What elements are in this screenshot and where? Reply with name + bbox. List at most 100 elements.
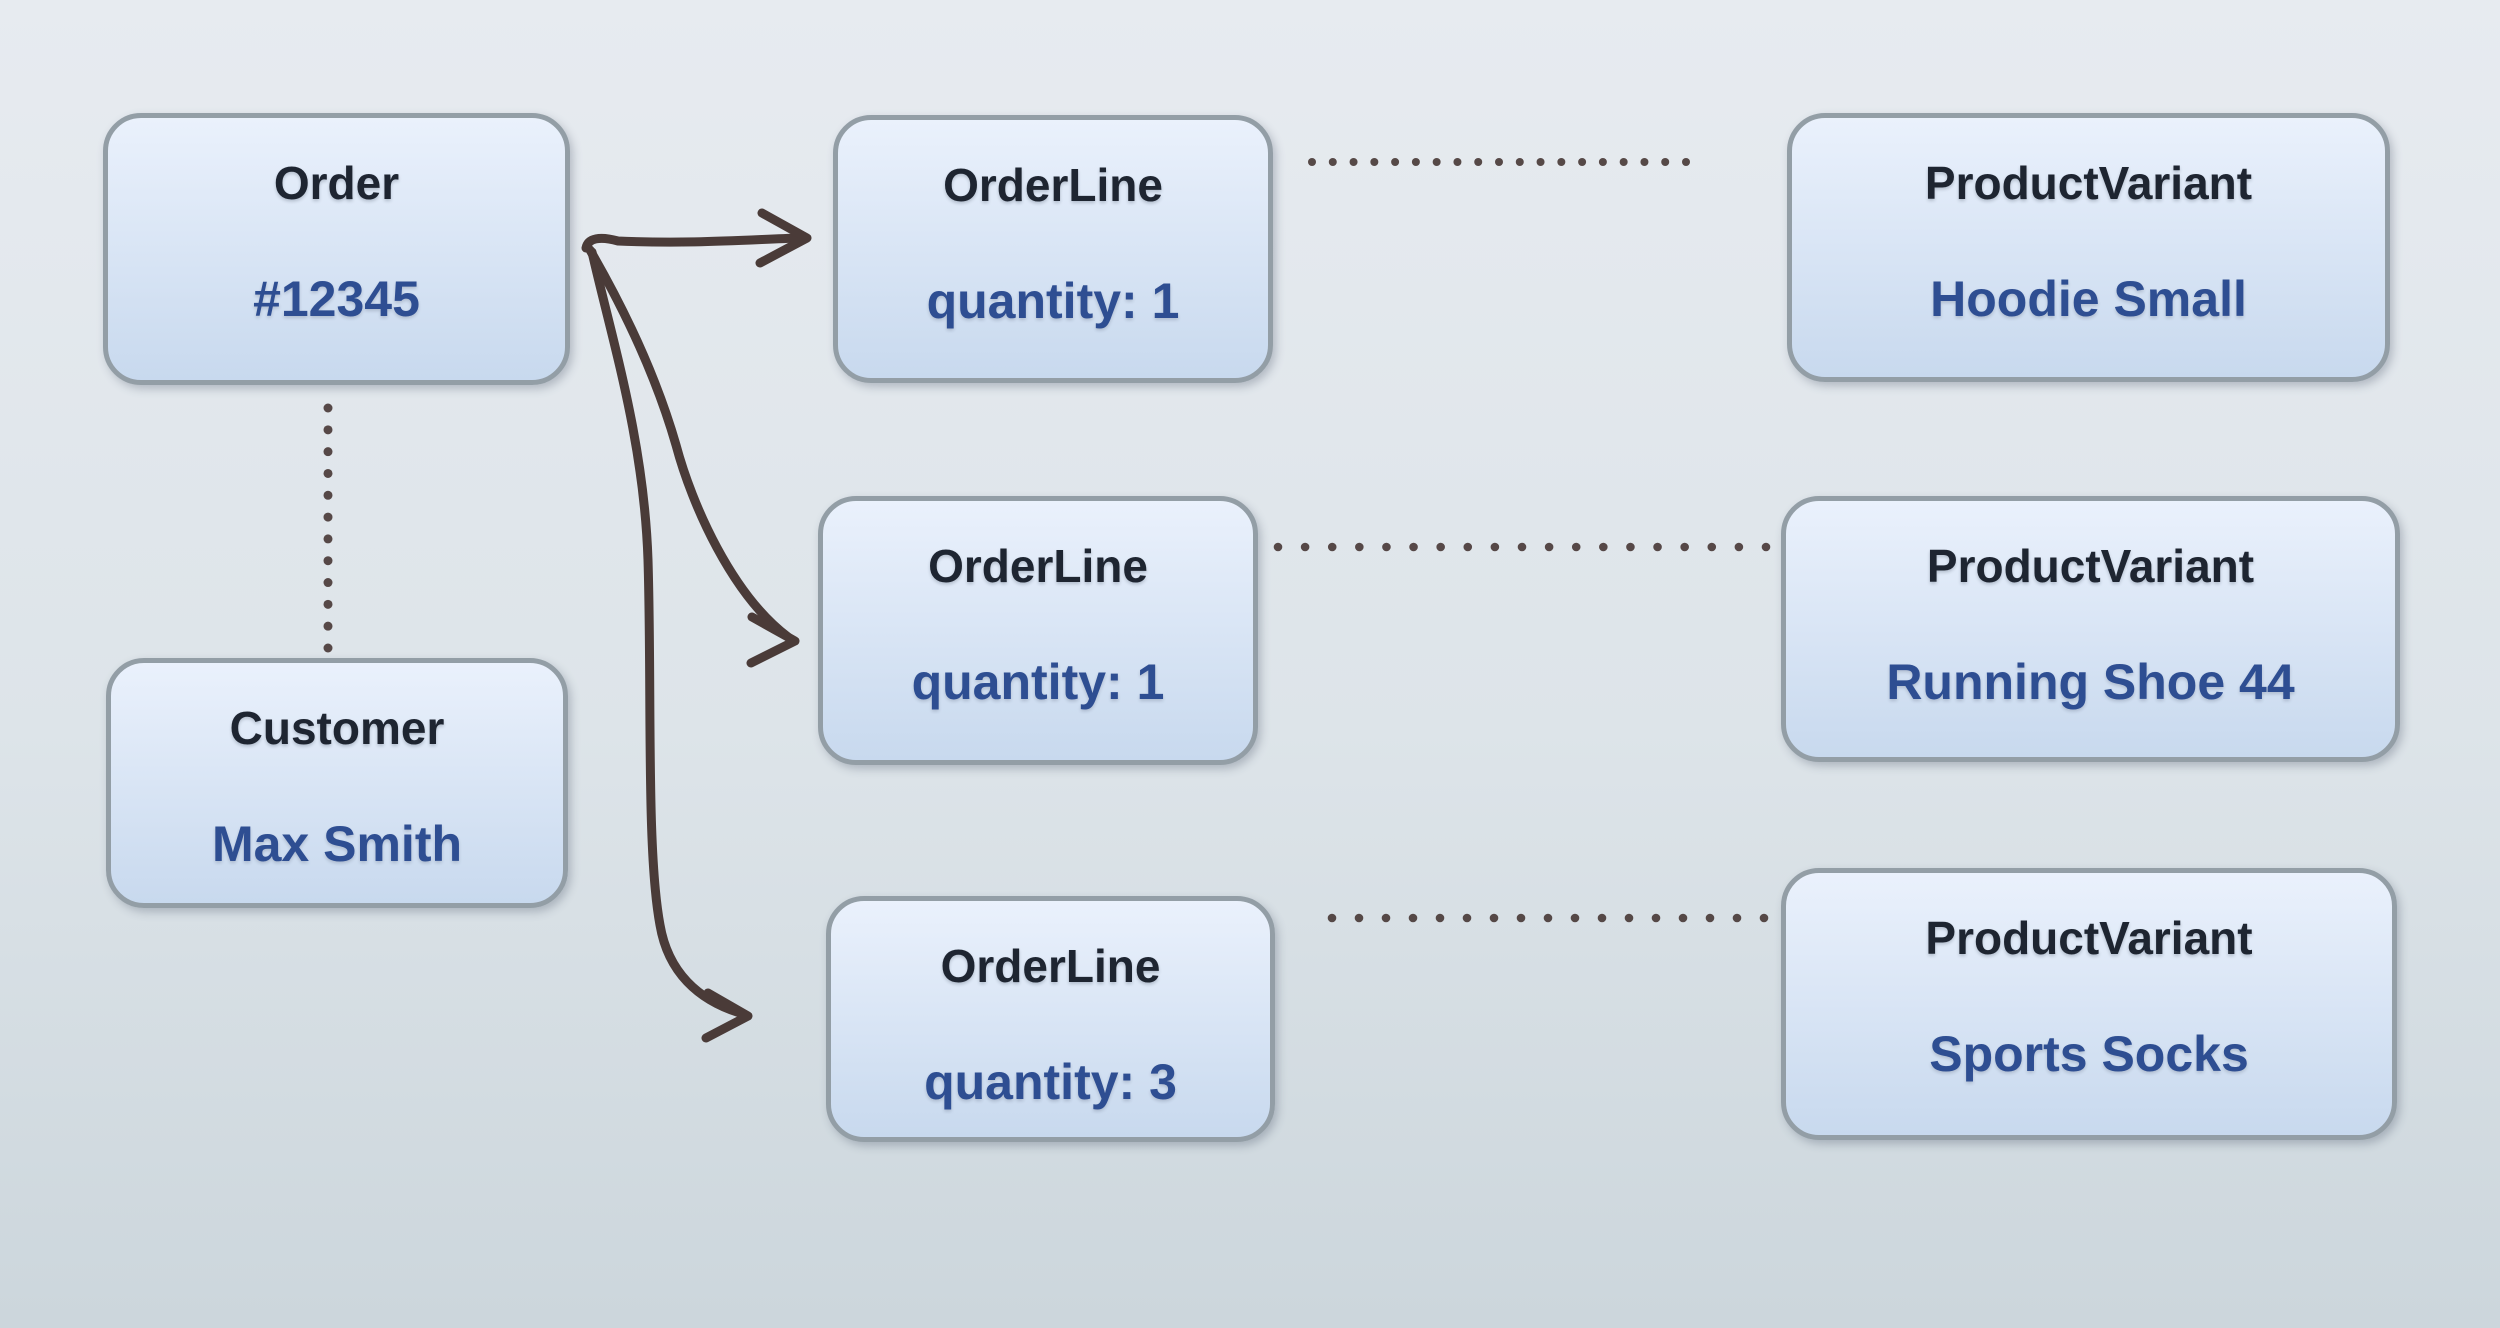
dot [1570,913,1580,923]
dot [323,556,333,566]
arrowhead-icon [701,988,753,1043]
node-title: ProductVariant [1925,912,2253,964]
node-orderline1: OrderLine quantity: 1 [833,115,1273,383]
dot [1536,158,1545,166]
dot [1680,542,1689,552]
dot [1705,913,1715,923]
dotted-link-orderline1-to-pv1 [1308,158,1690,166]
dot [1408,913,1418,923]
node-order: Order #12345 [103,113,570,385]
dot [1463,542,1473,552]
dot [1436,542,1445,552]
dot [1517,542,1527,552]
dot [1462,913,1472,923]
node-value: #12345 [253,271,420,328]
dot [323,490,333,500]
dot [1355,542,1364,552]
dot [1626,542,1635,552]
dot [1349,158,1358,166]
dotted-link-orderline3-to-pv3 [1327,913,1769,923]
dot [1624,913,1634,923]
dot [1308,158,1316,166]
node-title: Customer [229,702,445,754]
dot [1640,158,1649,166]
dot [1653,542,1662,552]
dot [1273,542,1283,552]
node-value: Running Shoe 44 [1886,654,2295,711]
dot [1599,542,1608,552]
dot [1732,913,1742,923]
dot [1578,158,1587,166]
dot [1382,542,1391,552]
dot [1543,913,1553,923]
dot [1544,542,1554,552]
dot [1327,542,1337,552]
dot [1598,158,1607,166]
node-title: OrderLine [928,540,1148,592]
node-orderline2: OrderLine quantity: 1 [818,496,1258,765]
dot [1495,158,1503,166]
arrowhead-icon [755,208,812,268]
dot [1432,158,1441,166]
arrow-shaft [587,247,745,1018]
dot [323,512,333,522]
dot [1678,913,1688,923]
dot [1761,542,1771,552]
dot [1661,158,1670,166]
dot [1759,913,1769,923]
dot [323,534,333,544]
node-orderline3: OrderLine quantity: 3 [826,896,1275,1142]
dot [1651,913,1661,923]
dot [323,578,333,588]
dot [323,468,333,478]
dot [1453,158,1462,166]
dot [1327,913,1337,923]
dot [1734,542,1744,552]
dot [1515,158,1524,166]
node-title: ProductVariant [1924,157,2253,209]
dot [1370,158,1379,166]
node-value: Max Smith [211,816,463,873]
dot [1300,542,1310,552]
dot [1490,542,1500,552]
dot [1391,158,1400,166]
dot [1557,158,1566,166]
dot [323,643,333,653]
dot [1597,913,1607,923]
node-value: quantity: 3 [924,1054,1177,1111]
dot [1682,158,1690,166]
dot [1354,913,1364,923]
node-value: Hoodie Small [1930,271,2247,328]
dot [1489,913,1499,923]
dot [1328,158,1337,166]
dot [1409,542,1418,552]
dot [1435,913,1445,923]
arrow-order-to-orderline3 [587,247,753,1043]
node-title: OrderLine [940,940,1161,992]
node-title: Order [273,157,400,209]
dot [323,425,333,435]
dot [1411,158,1420,166]
dotted-link-orderline2-to-pv2 [1273,542,1771,552]
node-value: quantity: 1 [911,654,1165,711]
arrow-order-to-orderline1 [581,208,812,268]
dot [1571,542,1581,552]
dot [323,621,333,631]
dot [323,403,333,413]
arrowhead-icon [746,612,800,668]
node-value: quantity: 1 [926,273,1180,330]
dot [1381,913,1391,923]
arrow-shaft [585,245,793,642]
node-title: OrderLine [943,159,1163,211]
node-title: ProductVariant [1926,540,2255,592]
dot [1474,158,1483,166]
node-value: Sports Socks [1929,1026,2249,1083]
dot [1707,542,1717,552]
dot [323,447,333,457]
dot [1516,913,1526,923]
